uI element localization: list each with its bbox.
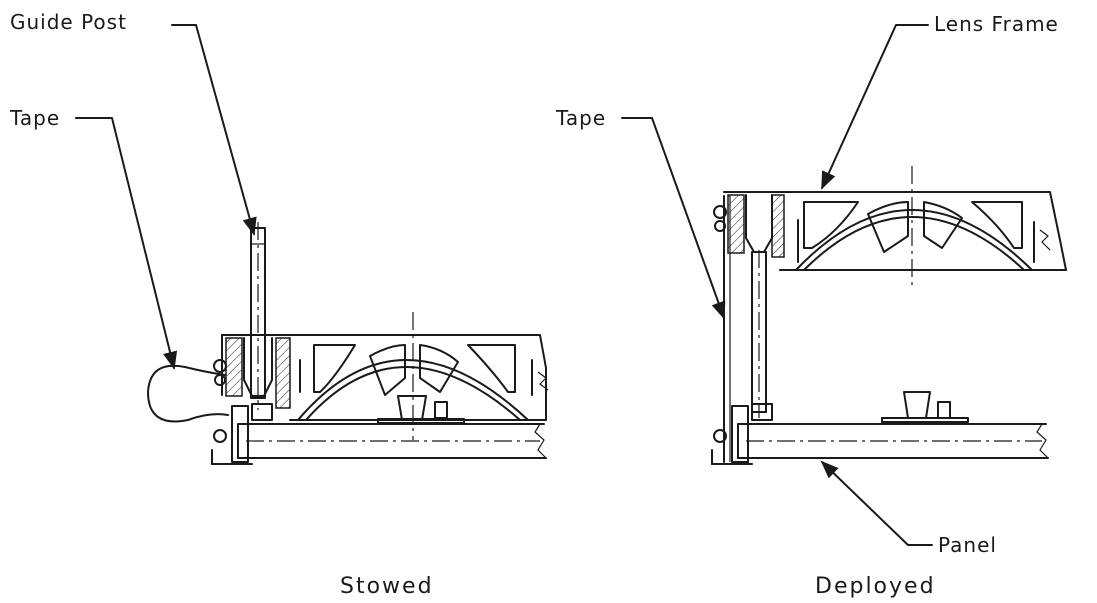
panel-stowed [211, 403, 547, 465]
guide-post-leader [171, 24, 257, 236]
guide-post-label: Guide Post [10, 10, 127, 34]
guide-post-stowed [250, 222, 266, 410]
pedestal-deployed [881, 391, 969, 423]
deployed-assembly [711, 166, 1067, 465]
panel-leader [820, 460, 933, 546]
leader-lines [75, 24, 933, 546]
panel-deployed [711, 403, 1049, 465]
panel-label: Panel [938, 533, 997, 557]
tape-left-label: Tape [10, 106, 61, 130]
pedestal-stowed [377, 395, 465, 424]
guide-post-deployed [751, 250, 767, 418]
lens-frame-leader [821, 24, 929, 190]
stowed-assembly [147, 222, 549, 465]
tape-loop-stowed [147, 359, 229, 423]
tape-left-leader [75, 117, 178, 370]
tape-right-leader [621, 117, 726, 320]
tape-right-label: Tape [556, 106, 607, 130]
stowed-caption: Stowed [340, 574, 434, 599]
lens-frame-label: Lens Frame [934, 12, 1059, 36]
deployed-caption: Deployed [815, 574, 936, 599]
lens-frame-deployed [713, 166, 1067, 290]
